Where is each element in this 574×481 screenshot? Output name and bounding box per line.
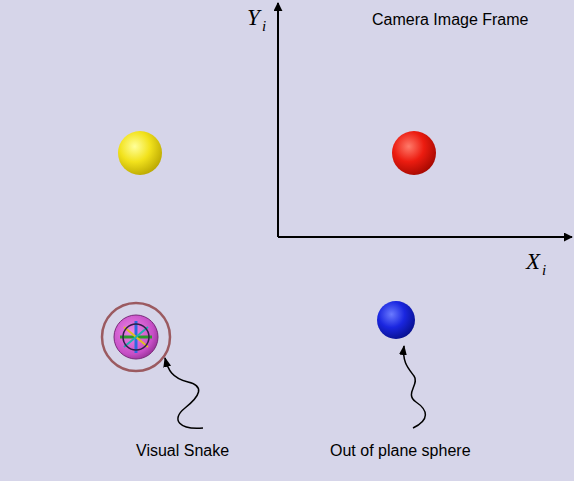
visual-snake bbox=[102, 303, 170, 371]
axis-name: Y bbox=[247, 6, 260, 29]
axis-name: X bbox=[526, 250, 540, 273]
yellow-sphere bbox=[118, 131, 162, 175]
y-axis bbox=[277, 3, 279, 237]
red-sphere bbox=[392, 131, 436, 175]
axis-subscript: i bbox=[262, 19, 266, 34]
blue-sphere bbox=[377, 301, 415, 339]
leader-line bbox=[165, 358, 203, 428]
callout-label: Visual Snake bbox=[136, 443, 229, 459]
callout-label: Out of plane sphere bbox=[330, 443, 471, 459]
x-axis bbox=[278, 236, 572, 238]
frame-title: Camera Image Frame bbox=[372, 12, 529, 28]
leader-line bbox=[404, 346, 426, 428]
axis-subscript: i bbox=[542, 263, 546, 278]
